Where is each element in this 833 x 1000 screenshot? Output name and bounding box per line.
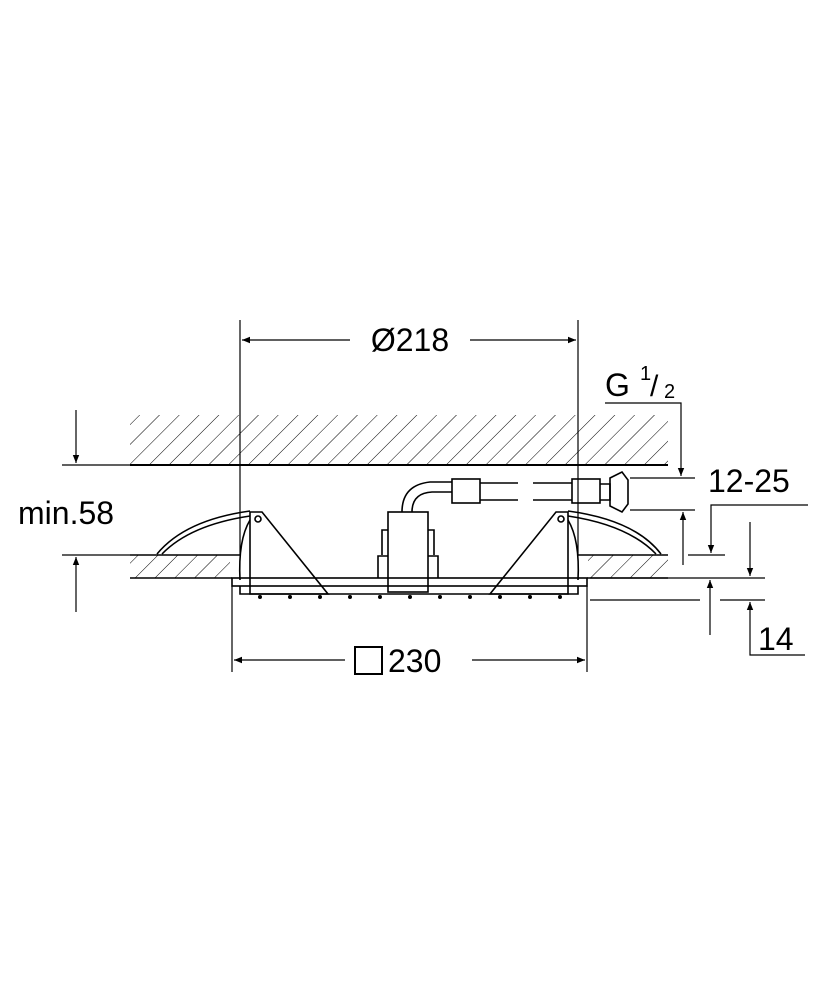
square-label: 230 [388, 643, 441, 679]
adjust-range-dimension [630, 477, 808, 565]
thread-leader [605, 402, 685, 476]
thread-denominator: 2 [664, 381, 675, 403]
square-symbol-icon [354, 646, 383, 675]
plate-thickness-label: 14 [758, 621, 794, 657]
plate-thickness-dimension [590, 522, 805, 656]
min-height-dimension [62, 410, 130, 612]
adjust-range-label: 12-25 [708, 463, 790, 499]
nozzles [258, 595, 562, 599]
ceiling-slab [130, 415, 668, 466]
diameter-label: Ø218 [371, 322, 449, 358]
shower-head [156, 470, 662, 595]
thread-slash: / [650, 370, 659, 403]
diameter-dimension [239, 320, 579, 555]
false-ceiling [130, 554, 668, 579]
thread-numerator: 1 [640, 363, 651, 385]
min-height-label: min.58 [18, 495, 114, 531]
square-dimension [231, 586, 588, 675]
thread-label: G [605, 367, 630, 403]
